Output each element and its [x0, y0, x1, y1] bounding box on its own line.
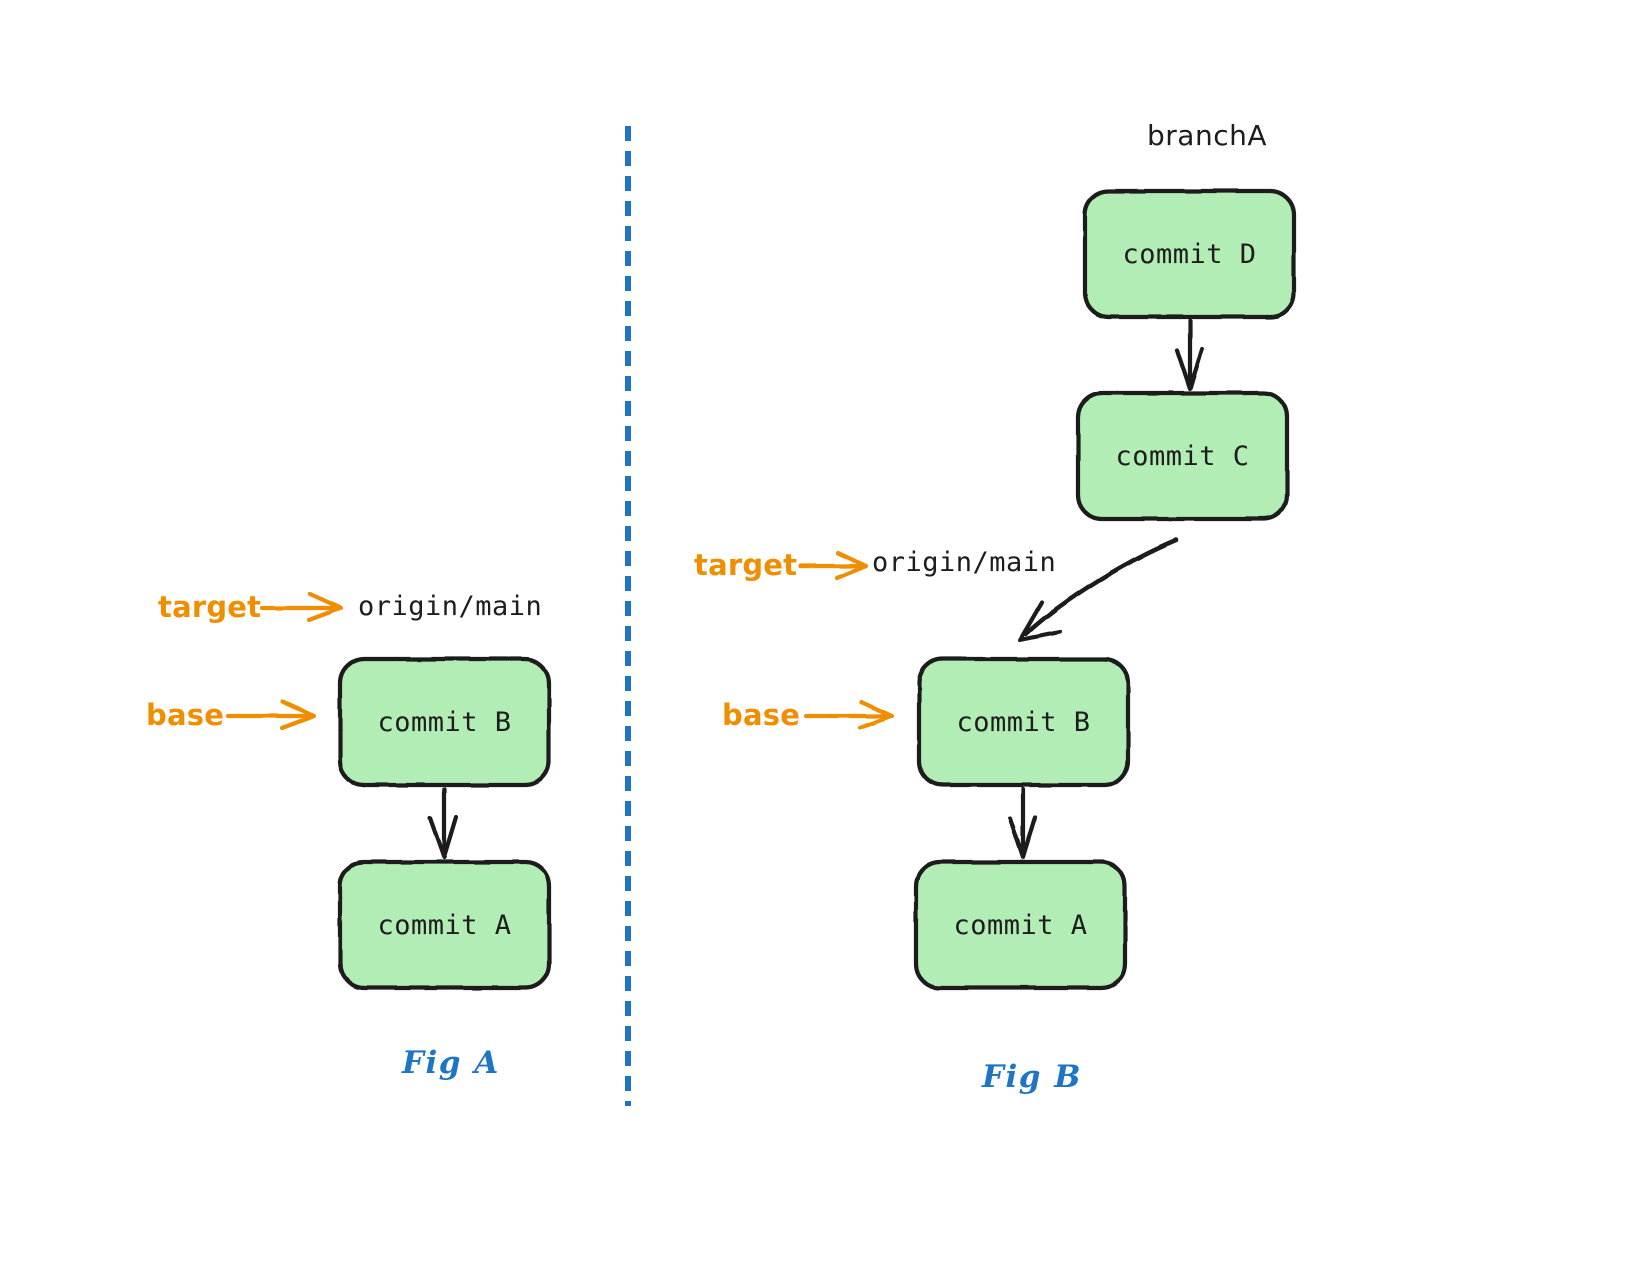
edge-fig-a-b-to-a — [427, 786, 459, 860]
branch-label-origin-main-fig-a: origin/main — [358, 591, 543, 622]
fig-b-group — [797, 188, 1297, 991]
commit-box-fig-b-b — [916, 656, 1131, 788]
fig-a-group — [225, 591, 552, 991]
edge-fig-b-d-to-c — [1174, 318, 1205, 392]
commit-box-fig-b-c — [1075, 390, 1290, 522]
base-arrow-fig-a — [225, 699, 317, 731]
base-arrow-fig-b — [803, 699, 895, 731]
edge-fig-b-b-to-a — [1007, 786, 1038, 860]
commit-box-fig-a-a — [337, 859, 552, 991]
annotation-target-fig-a: target — [158, 590, 262, 624]
target-arrow-fig-a — [259, 591, 344, 623]
figure-caption-a: Fig A — [402, 1045, 500, 1081]
target-arrow-fig-b — [797, 550, 869, 581]
branch-label-origin-main-fig-b: origin/main — [872, 547, 1057, 578]
annotation-base-fig-b: base — [722, 698, 801, 732]
branch-label-brancha: branchA — [1147, 119, 1267, 152]
edge-fig-b-c-to-b-curved — [1017, 537, 1179, 643]
annotation-target-fig-b: target — [694, 548, 798, 582]
commit-box-fig-b-a — [913, 859, 1128, 991]
commit-box-fig-a-b — [337, 656, 552, 788]
annotation-base-fig-a: base — [146, 698, 225, 732]
figure-caption-b: Fig B — [982, 1059, 1082, 1095]
commit-box-fig-b-d — [1082, 188, 1297, 320]
